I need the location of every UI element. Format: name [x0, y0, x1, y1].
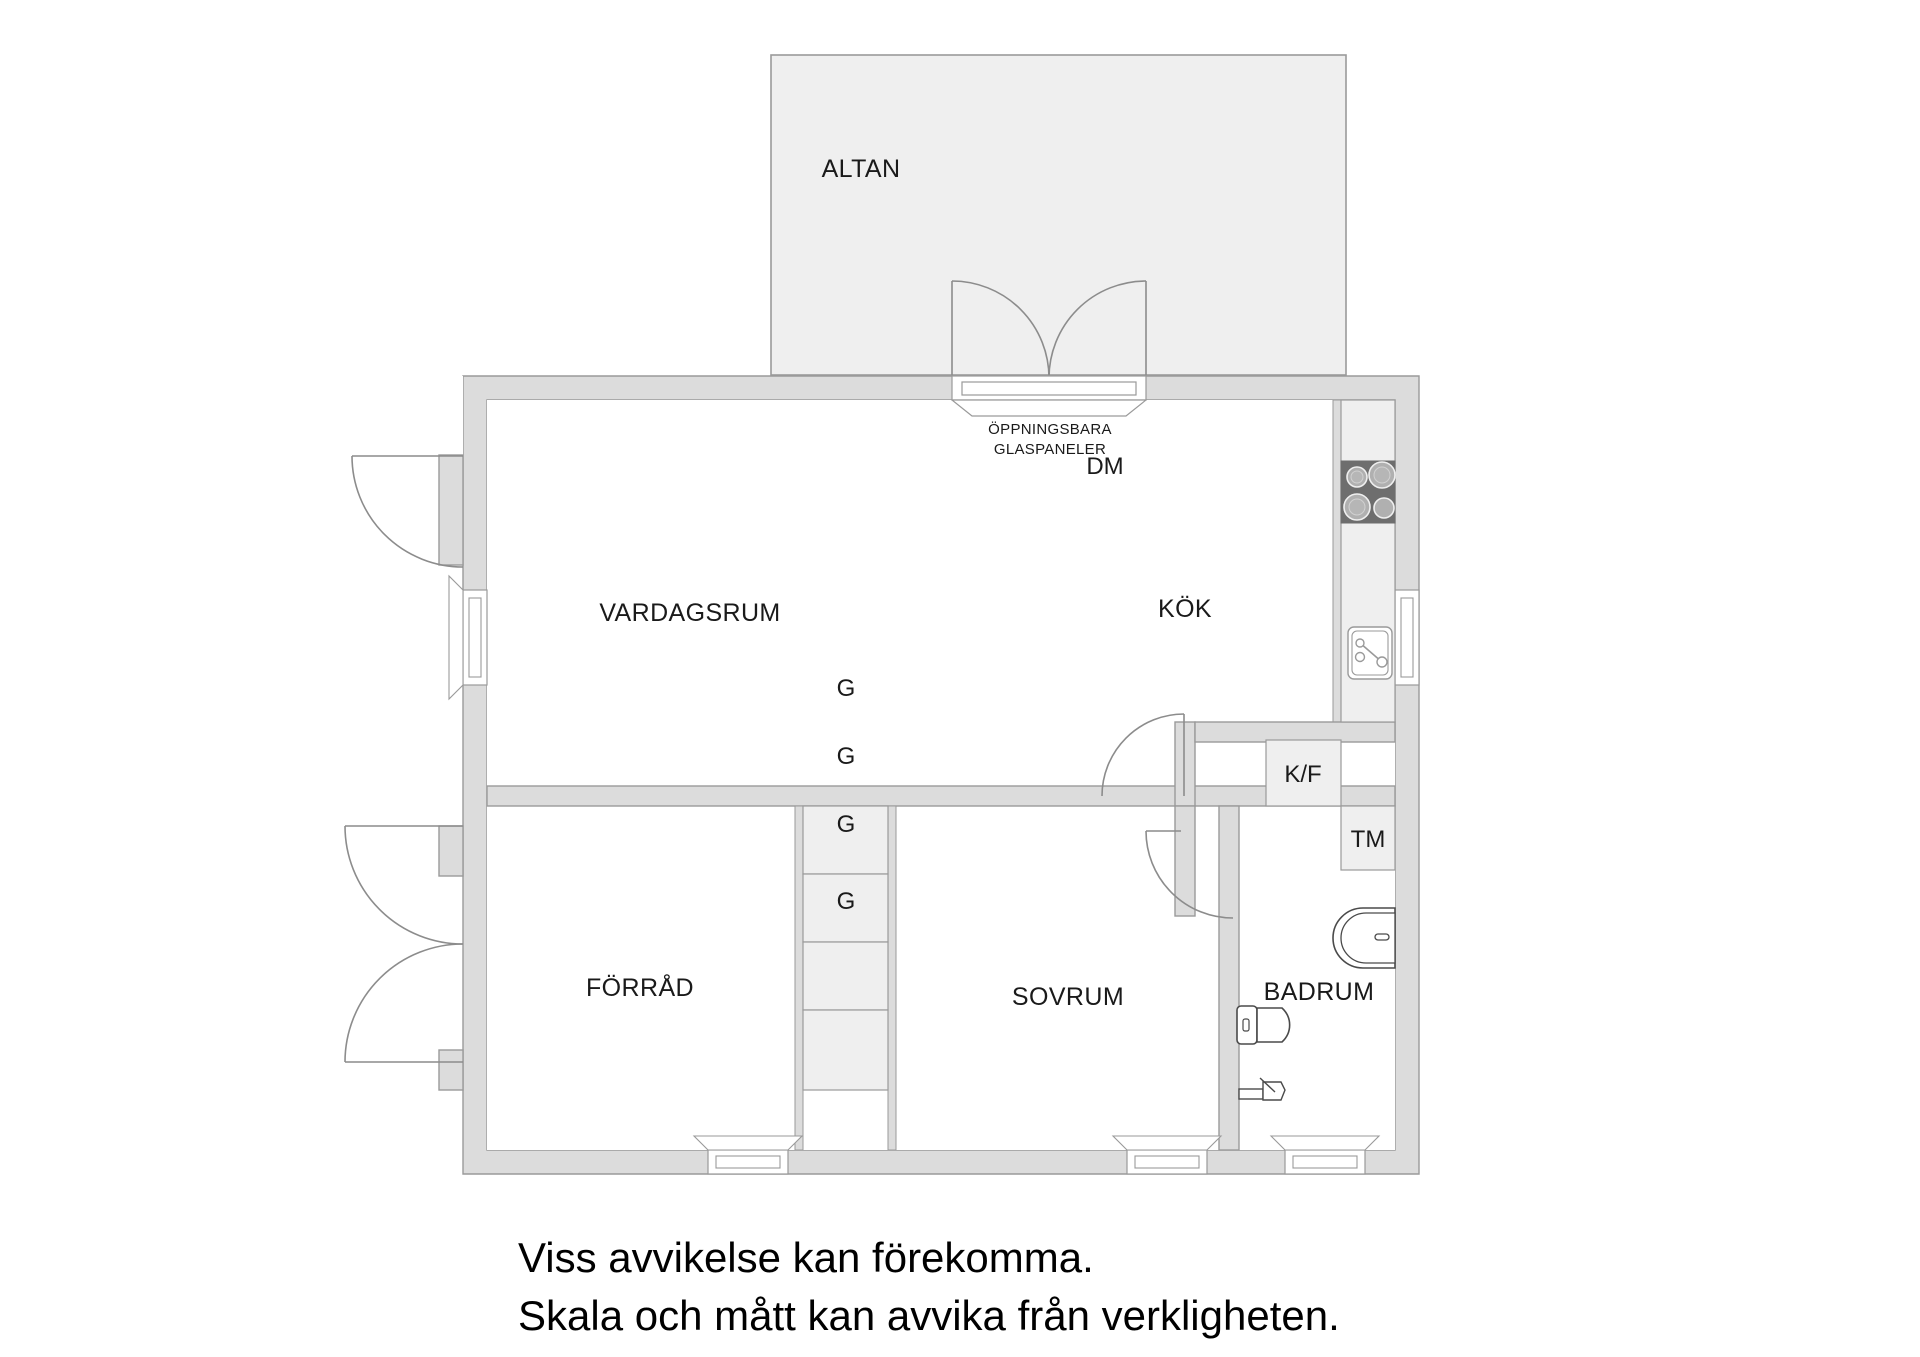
plan-notes: ÖPPNINGSBARA GLASPANELER [988, 420, 1112, 458]
terrace-double-door [951, 280, 1147, 379]
interior-wall-kf-top [1194, 721, 1396, 743]
closet-label-g2: G [837, 743, 856, 770]
window-west-wall [448, 574, 488, 701]
storage-door-swing-lower [344, 943, 464, 1063]
bathroom-washbasin [1332, 907, 1396, 969]
terrace-door-threshold [950, 375, 1148, 417]
storage-double-door [344, 825, 464, 1063]
window-south-storage [692, 1135, 804, 1175]
closet-g4 [802, 1009, 889, 1091]
recess-upper-left-clear [439, 376, 463, 456]
shower-mixer [1238, 1077, 1286, 1101]
interior-wall-hall-stub [1174, 805, 1196, 917]
window-west-apron [448, 574, 464, 701]
room-label-vardagsrum: VARDAGSRUM [599, 599, 780, 627]
altan-terrace-area: ALTAN [770, 54, 1347, 379]
shower-hose [1259, 1077, 1276, 1093]
interior-wall-kitchen-run [1332, 399, 1342, 723]
terrace-door-swing-right [1048, 280, 1147, 379]
room-label-kok: KÖK [1158, 595, 1212, 623]
stove-burner-4 [1373, 497, 1395, 519]
window-east-glass [1400, 597, 1414, 678]
toilet-bowl [1256, 1007, 1291, 1043]
closet-label-g1: G [837, 675, 856, 702]
shower-wall-bracket [1238, 1088, 1264, 1100]
interior-wall-storage-right [887, 805, 897, 1151]
bathroom-fixtures [1236, 907, 1396, 1101]
entry-door-swing [351, 455, 464, 568]
note-openable-glass-panels-line2: GLASPANELER [994, 441, 1106, 458]
kf-box [1265, 739, 1342, 807]
terrace-threshold-apron [950, 399, 1148, 417]
washbasin-faucet [1374, 933, 1390, 941]
stove-burner-1-inner [1350, 470, 1364, 484]
kitchen-fittings: DM K/F TM [1086, 399, 1396, 871]
recess-lower-left-wall-top [438, 825, 464, 877]
interior-wall-storage-left [794, 805, 804, 1151]
closet-label-g3: G [837, 811, 856, 838]
note-openable-glass-panels-line1: ÖPPNINGSBARA [988, 420, 1112, 438]
tm-box [1340, 805, 1396, 871]
stove-burner-3-inner [1348, 498, 1366, 516]
bathroom-door-swing [1145, 830, 1234, 919]
interior-door-swings [1101, 713, 1234, 919]
storage-door-swing-upper [344, 825, 464, 945]
window-south-bathroom [1269, 1135, 1381, 1175]
window-south-1-glass [715, 1155, 781, 1169]
sink-faucet-head [1376, 656, 1388, 668]
interior-wall-hall-upper [1174, 721, 1196, 807]
closet-label-g4: G [837, 888, 856, 915]
altan-outline [770, 54, 1347, 376]
window-south-3-glass [1292, 1155, 1358, 1169]
room-label-sovrum: SOVRUM [1012, 983, 1124, 1011]
room-label-badrum: BADRUM [1264, 978, 1375, 1006]
room-label-altan: ALTAN [822, 155, 901, 183]
appliance-label-tm: TM [1351, 826, 1386, 853]
terrace-threshold-sill [961, 381, 1137, 396]
bathroom-door [1145, 830, 1234, 919]
appliance-label-dm: DM [1086, 453, 1123, 480]
recess-lower-left-wall-bottom [438, 1049, 464, 1091]
sink-drain [1354, 651, 1366, 663]
wall-recesses [438, 376, 464, 1091]
washing-machine-unit: TM [1340, 805, 1396, 871]
window-south-1-apron [692, 1135, 804, 1151]
windows [448, 574, 1420, 1175]
exterior-door-swings [344, 455, 464, 1063]
disclaimer-caption: Viss avvikelse kan förekomma. Skala och … [518, 1234, 1340, 1339]
sink-faucet-handle [1355, 638, 1365, 648]
terrace-door-swing-left [951, 280, 1050, 379]
interior-wall-horizontal-main [486, 785, 1396, 807]
room-labels: VARDAGSRUM KÖK FÖRRÅD SOVRUM BADRUM [586, 595, 1374, 1011]
caption-line-1: Viss avvikelse kan förekomma. [518, 1234, 1094, 1281]
kitchen-sink-with-faucet [1347, 626, 1393, 680]
washbasin-inner [1340, 912, 1396, 964]
kitchen-hall-door-swing [1101, 713, 1185, 797]
kitchen-hall-door [1101, 713, 1185, 797]
window-south-bedroom [1111, 1135, 1223, 1175]
living-room-entry-door [351, 455, 464, 568]
closet-g3 [802, 941, 889, 1011]
interior-wall-bathroom [1218, 805, 1240, 1151]
stove-burner-2-inner [1373, 466, 1391, 484]
stove-cooktop [1340, 460, 1396, 524]
window-south-3-apron [1269, 1135, 1381, 1151]
window-south-2-apron [1111, 1135, 1223, 1151]
toilet [1236, 1005, 1291, 1045]
fridge-freezer-unit: K/F [1265, 739, 1342, 807]
room-label-forrad: FÖRRÅD [586, 972, 694, 1002]
closet-g1 [802, 805, 889, 875]
wardrobe-closets: G G G G [802, 675, 889, 1091]
window-west-glass [468, 597, 482, 678]
caption-line-2: Skala och mått kan avvika från verklighe… [518, 1292, 1340, 1339]
appliance-label-kf: K/F [1284, 761, 1321, 788]
toilet-flush-button [1242, 1018, 1250, 1032]
closet-g2 [802, 873, 889, 943]
window-south-2-glass [1134, 1155, 1200, 1169]
recess-upper-left-wall [438, 454, 464, 566]
